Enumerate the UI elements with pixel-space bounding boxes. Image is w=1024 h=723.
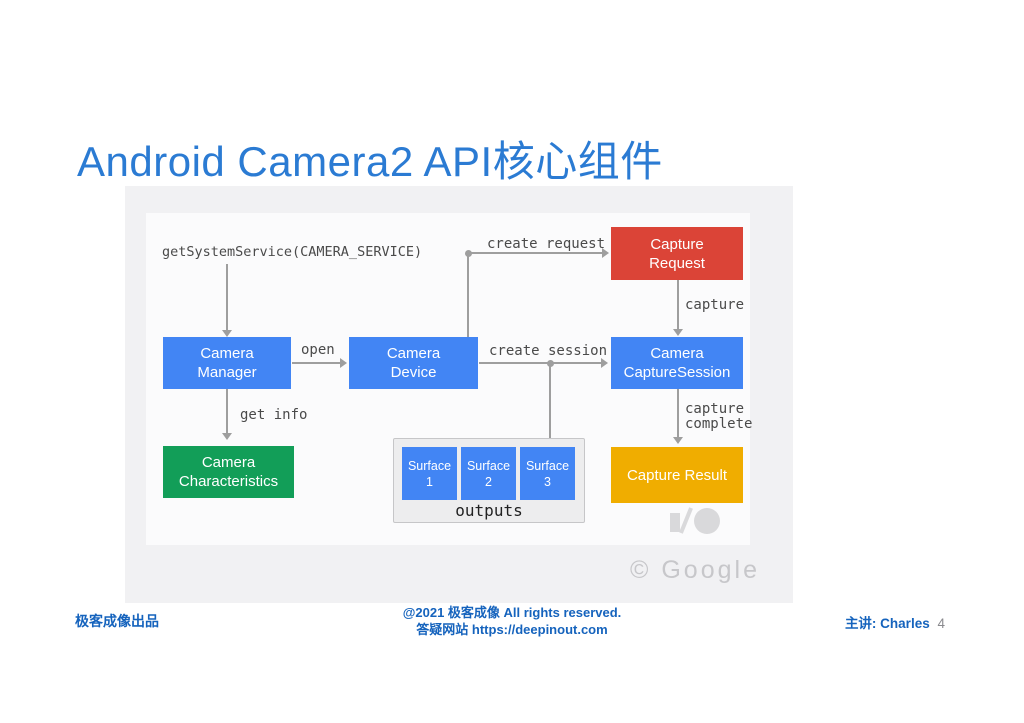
footer-copyright-line2: 答疑网站 https://deepinout.com — [416, 622, 608, 637]
arrowhead-to-capture-result — [673, 437, 683, 444]
edge-line-create-session — [479, 362, 602, 364]
edge-line-create-request-vertical — [467, 253, 469, 337]
node-camera-device-label-line1: Camera — [386, 345, 441, 362]
arrowhead-to-capture-session — [673, 329, 683, 336]
edge-line-create-request — [467, 252, 603, 254]
node-surface-1-label-line2: 1 — [426, 474, 433, 489]
junction-dot-create-session — [547, 360, 554, 367]
node-capture-result: Capture Result — [611, 447, 743, 503]
node-camera-characteristics: Camera Characteristics — [163, 446, 294, 498]
edge-line-get-info — [226, 389, 228, 434]
node-camera-capture-session: Camera CaptureSession — [611, 337, 743, 389]
footer-speaker: 主讲: Charles 4 — [845, 612, 945, 632]
node-camera-manager-label-line2: Manager — [197, 364, 257, 381]
edge-label-capture-complete-line2: complete — [685, 416, 753, 432]
footer-page-number: 4 — [937, 616, 945, 631]
node-surface-1: Surface 1 — [402, 447, 457, 500]
google-copyright-watermark: © Google — [630, 556, 760, 584]
arrowhead-to-camera-manager — [222, 330, 232, 337]
arrowhead-to-capture-session-left — [601, 358, 608, 368]
edge-line-getsystemservice — [226, 264, 228, 331]
node-camera-manager-label-line1: Camera — [200, 345, 254, 362]
node-surface-2: Surface 2 — [461, 447, 516, 500]
edge-label-capture: capture — [685, 297, 745, 313]
footer-copyright: @2021 极客成像 All rights reserved. 答疑网站 htt… — [312, 604, 712, 638]
node-camera-characteristics-label-line2: Characteristics — [178, 473, 279, 490]
arrowhead-to-characteristics — [222, 433, 232, 440]
api-call-label: getSystemService(CAMERA_SERVICE) — [162, 244, 423, 260]
node-camera-device: Camera Device — [349, 337, 478, 389]
node-camera-device-label-line2: Device — [390, 364, 437, 381]
arrowhead-to-camera-device — [340, 358, 347, 368]
edge-label-get-info: get info — [240, 407, 308, 423]
edge-label-capture-complete-line1: capture — [685, 401, 745, 417]
outputs-label: outputs — [455, 501, 523, 520]
node-camera-capture-session-label-line1: Camera — [650, 345, 704, 362]
edge-label-open: open — [301, 342, 335, 358]
edge-label-capture-complete: capture complete — [685, 402, 752, 432]
node-surface-1-label-line1: Surface — [407, 458, 452, 473]
edge-line-session-to-outputs — [549, 363, 551, 438]
node-capture-result-label: Capture Result — [626, 466, 728, 484]
node-capture-request-label-line2: Request — [649, 254, 705, 272]
edge-line-capture-complete — [677, 389, 679, 438]
io-logo-circle-icon — [694, 508, 720, 534]
node-camera-characteristics-label-line1: Camera — [201, 454, 256, 471]
node-camera-manager: Camera Manager — [163, 337, 291, 389]
edge-label-create-request: create request — [487, 236, 606, 252]
io-logo-i-bar-icon — [670, 513, 680, 532]
node-surface-3-label-line1: Surface — [525, 458, 570, 473]
node-camera-capture-session-label-line2: CaptureSession — [623, 364, 731, 381]
google-io-logo-icon — [666, 507, 726, 535]
edge-label-create-session: create session — [489, 343, 608, 359]
io-logo-slash-icon — [679, 507, 693, 534]
node-surface-2-label-line2: 2 — [485, 474, 492, 489]
slide-title: Android Camera2 API核心组件 — [77, 138, 663, 185]
footer-copyright-line1: @2021 极客成像 All rights reserved. — [402, 605, 622, 620]
node-surface-2-label-line1: Surface — [466, 458, 511, 473]
arrowhead-to-capture-request — [602, 248, 609, 258]
junction-dot-create-request — [465, 250, 472, 257]
edge-line-open — [292, 362, 340, 364]
node-surface-3-label-line2: 3 — [544, 474, 551, 489]
node-surface-3: Surface 3 — [520, 447, 575, 500]
edge-line-capture — [677, 280, 679, 330]
footer-brand: 极客成像出品 — [75, 613, 159, 629]
node-capture-request: Capture Request — [611, 227, 743, 280]
node-capture-request-label-line1: Capture — [650, 235, 704, 253]
footer-speaker-label: 主讲: Charles — [844, 616, 930, 631]
